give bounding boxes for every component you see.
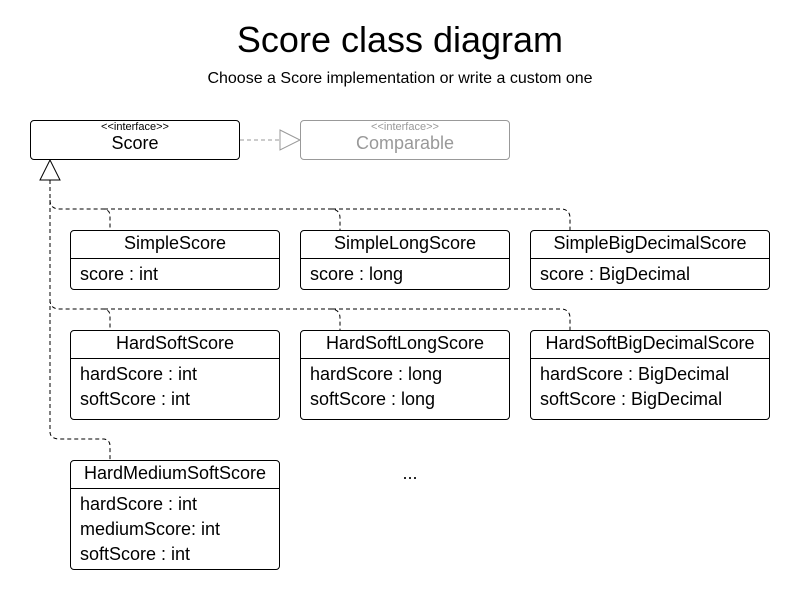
- class-simple-bigdecimal-score[interactable]: SimpleBigDecimalScore score : BigDecimal: [530, 230, 770, 290]
- class-hard-soft-long-score[interactable]: HardSoftLongScore hardScore : long softS…: [300, 330, 510, 420]
- class-simple-long-score[interactable]: SimpleLongScore score : long: [300, 230, 510, 290]
- class-name: HardSoftLongScore: [301, 331, 509, 359]
- diagram-subtitle: Choose a Score implementation or write a…: [207, 70, 593, 87]
- class-hard-soft-score[interactable]: HardSoftScore hardScore : int softScore …: [70, 330, 280, 420]
- arrowhead-comparable: [279, 129, 302, 151]
- class-attribute: softScore : int: [80, 389, 191, 409]
- class-attribute: softScore : long: [310, 389, 436, 409]
- edge-hard-soft-bigdecimal-score: [332, 308, 571, 330]
- class-hard-soft-bigdecimal-score[interactable]: HardSoftBigDecimalScore hardScore : BigD…: [530, 330, 770, 420]
- class-name: HardSoftScore: [71, 331, 279, 359]
- class-attribute: score : long: [310, 264, 404, 284]
- comparable-interface[interactable]: <<interface>> Comparable: [300, 120, 510, 160]
- class-name: HardSoftBigDecimalScore: [531, 331, 769, 359]
- class-hard-medium-soft-score[interactable]: HardMediumSoftScore hardScore : int medi…: [70, 460, 280, 570]
- class-attribute: hardScore : long: [310, 364, 443, 384]
- arrowhead-score: [39, 158, 61, 181]
- edge-hard-soft-score: [49, 299, 111, 330]
- edge-simple-bigdecimal-score: [332, 208, 571, 230]
- comparable-stereotype: <<interface>>: [371, 121, 439, 133]
- more-implementations-ellipsis: ...: [402, 463, 418, 483]
- edge-simple-long-score: [104, 208, 341, 230]
- class-attribute: softScore : int: [80, 544, 191, 564]
- class-attribute: hardScore : int: [80, 364, 198, 384]
- score-interface[interactable]: <<interface>> Score: [30, 120, 240, 160]
- class-attribute: hardScore : BigDecimal: [540, 364, 730, 384]
- edge-simple-score: [49, 199, 111, 230]
- class-attribute: hardScore : int: [80, 494, 198, 514]
- class-attribute: mediumScore: int: [80, 519, 221, 539]
- comparable-interface-name: Comparable: [355, 133, 455, 153]
- edge-trunk: [49, 180, 111, 460]
- class-simple-score[interactable]: SimpleScore score : int: [70, 230, 280, 290]
- class-attribute: score : BigDecimal: [540, 264, 691, 284]
- class-name: SimpleLongScore: [301, 231, 509, 259]
- score-stereotype: <<interface>>: [101, 121, 169, 133]
- class-name: SimpleScore: [71, 231, 279, 259]
- edge-hard-soft-long-score: [104, 308, 341, 330]
- class-attribute: score : int: [80, 264, 159, 284]
- diagram-title: Score class diagram: [236, 19, 564, 60]
- class-attribute: softScore : BigDecimal: [540, 389, 723, 409]
- class-name: HardMediumSoftScore: [71, 461, 279, 489]
- score-interface-name: Score: [111, 133, 159, 153]
- class-name: SimpleBigDecimalScore: [531, 231, 769, 259]
